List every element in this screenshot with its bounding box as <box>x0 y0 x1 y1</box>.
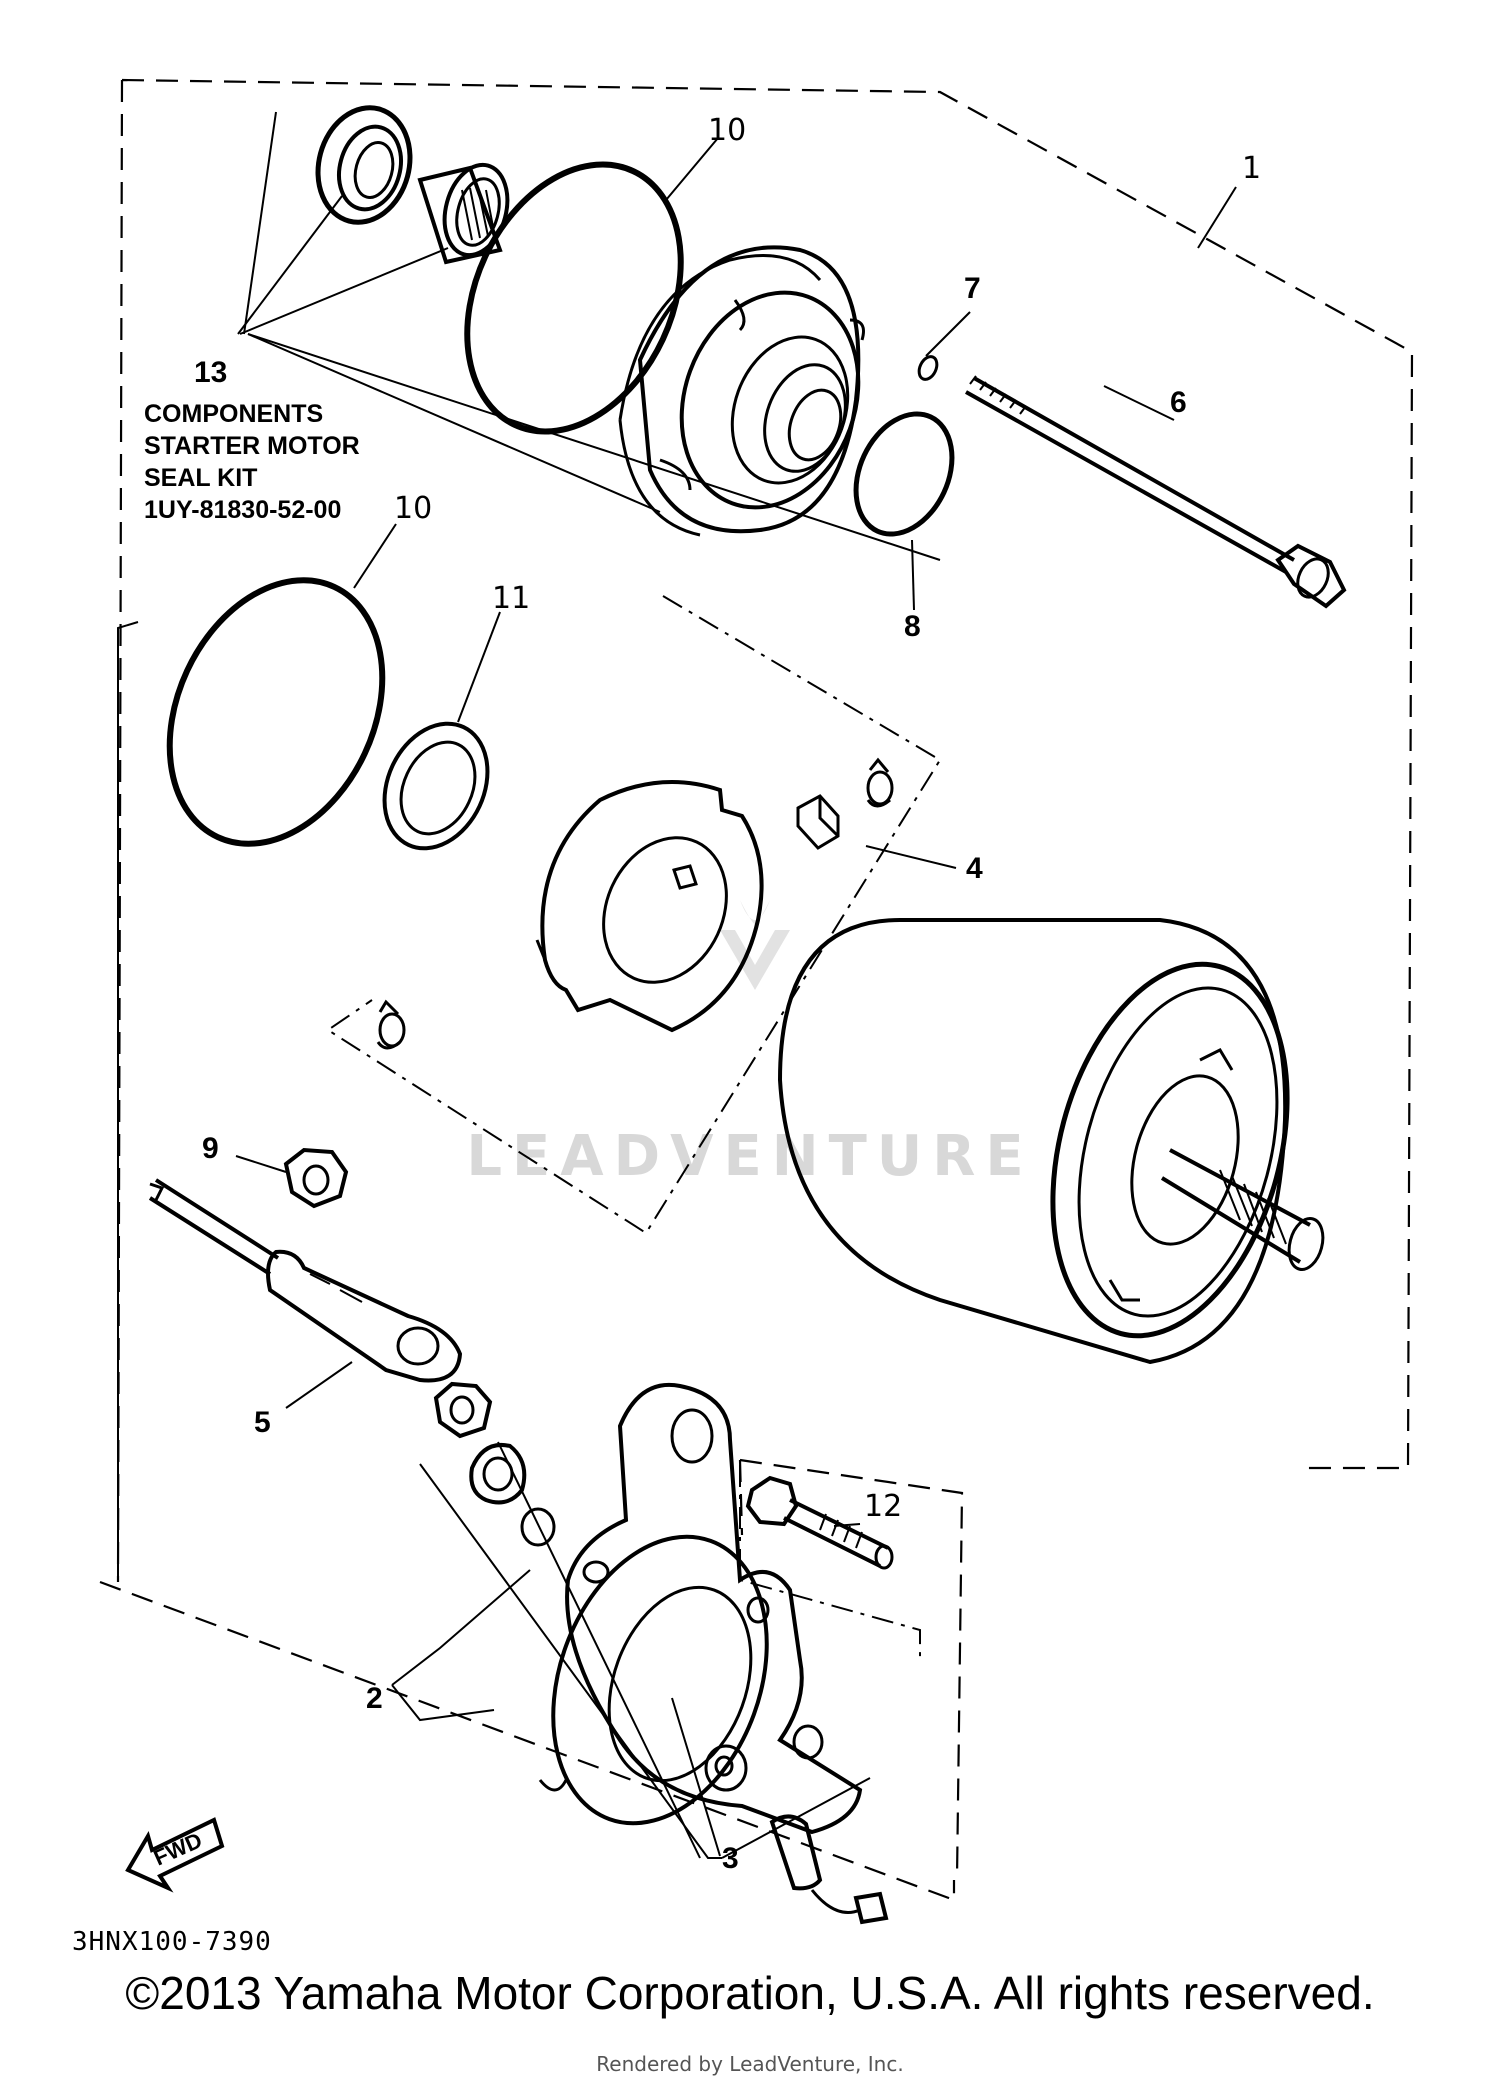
callout-11: 11 <box>492 581 530 616</box>
oil-seal <box>315 105 413 225</box>
fwd-arrow-icon: FWD <box>125 1817 225 1893</box>
rendered-by-credit: Rendered by LeadVenture, Inc. <box>596 2052 904 2076</box>
callout-13: 13 <box>194 356 227 389</box>
through-bolt <box>965 375 1347 609</box>
brush-plate-group-outline <box>326 595 942 1235</box>
callouts: 1 2 3 4 5 6 7 8 9 10 10 11 12 13 <box>194 113 1261 1875</box>
callout-1: 1 <box>1242 151 1261 186</box>
callout-5: 5 <box>254 1406 271 1439</box>
kit-label-line-3: SEAL KIT <box>144 464 257 492</box>
callout-9: 9 <box>202 1132 219 1165</box>
callout-10-lower: 10 <box>394 491 432 526</box>
brush-plate <box>535 780 764 1033</box>
leader-lines-13 <box>237 111 941 561</box>
kit-label-line-4: 1UY-81830-52-00 <box>144 496 341 524</box>
o-ring-top <box>464 161 684 435</box>
watermark-text: LEADVENTURE <box>466 1124 1033 1189</box>
terminal-bolt <box>769 1814 889 1925</box>
callout-12: 12 <box>864 1489 902 1524</box>
callout-8: 8 <box>904 610 921 643</box>
fwd-label: FWD <box>150 1827 206 1870</box>
kit-label-line-1: COMPONENTS <box>144 400 323 428</box>
kit-label: COMPONENTS STARTER MOTOR SEAL KIT 1UY-81… <box>144 400 360 524</box>
callout-10-top: 10 <box>708 113 746 148</box>
nut <box>283 1147 349 1209</box>
rear-housing <box>538 1382 863 1835</box>
bolt-12 <box>745 1475 894 1570</box>
lead-wire <box>148 1178 463 1383</box>
callout-6: 6 <box>1170 386 1187 419</box>
callout-7: 7 <box>964 272 981 305</box>
callout-3: 3 <box>722 1842 739 1875</box>
o-ring-8 <box>853 411 955 537</box>
assembly-outline-1 <box>99 78 1414 1902</box>
leader-lines-2-3 <box>391 1441 871 1859</box>
copyright-notice: ©2013 Yamaha Motor Corporation, U.S.A. A… <box>125 1967 1375 2019</box>
callout-leaders <box>235 137 1237 1527</box>
callout-2: 2 <box>366 1682 383 1715</box>
kit-bracket-left <box>117 621 139 1582</box>
kit-label-line-2: STARTER MOTOR <box>144 432 360 460</box>
motor-yoke <box>777 918 1325 1365</box>
needle-bearing <box>417 162 510 265</box>
o-ring-lower <box>166 577 386 847</box>
drawing-code: 3HNX100-7390 <box>72 1927 272 1957</box>
bolt-group-outline <box>739 1465 921 1658</box>
washer <box>382 721 490 851</box>
front-cover <box>618 245 865 537</box>
small-o-ring <box>917 355 939 381</box>
brush-and-springs <box>376 757 894 1050</box>
callout-4: 4 <box>966 852 983 885</box>
